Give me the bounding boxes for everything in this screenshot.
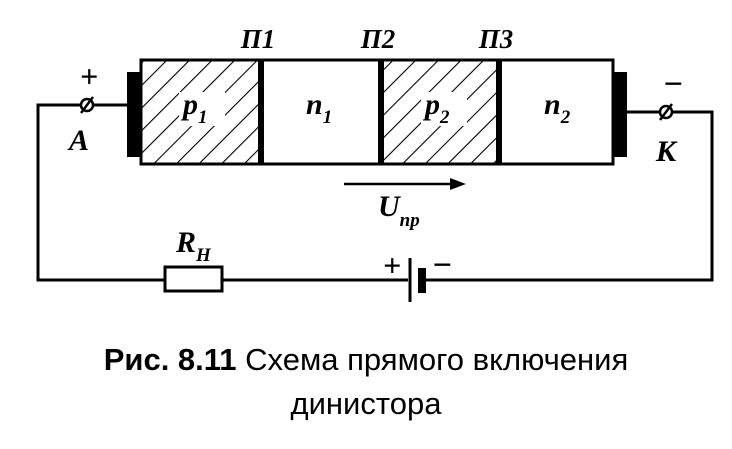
terminal-cathode: [658, 103, 674, 121]
cathode-contact: [613, 72, 627, 157]
region-n1: [261, 60, 381, 164]
load-resistor: [163, 265, 224, 293]
region-label-n2: n2: [544, 88, 571, 128]
terminal-anode: [79, 96, 95, 114]
voltage-arrow: [344, 178, 466, 190]
cathode-label: К: [655, 135, 678, 168]
region-label-n1: n1: [306, 88, 332, 128]
voltage-label: Uпр: [378, 190, 420, 231]
caption-text-1: Схема прямого включения: [245, 342, 629, 377]
region-n2: [499, 60, 613, 164]
figure-caption: Рис. 8.11 Схема прямого включения динист…: [0, 338, 732, 426]
svg-text:RН: RН: [175, 226, 212, 266]
junction-label-2: П2: [360, 24, 396, 54]
resistor-label: RН: [175, 226, 212, 266]
circuit-wires: [36, 103, 714, 282]
svg-text:n2: n2: [544, 88, 571, 128]
anode-label: А: [67, 124, 89, 157]
battery-plus-sign: +: [383, 247, 401, 283]
svg-text:Uпр: Uпр: [378, 190, 420, 231]
svg-text:p2: p2: [422, 88, 450, 128]
junction-label-3: П3: [478, 24, 514, 54]
battery-minus-sign: −: [432, 247, 453, 284]
wire-left: [36, 103, 165, 282]
svg-text:n1: n1: [306, 88, 332, 128]
structure-outline: [139, 58, 615, 166]
region-label-p1: p1: [179, 88, 225, 128]
anode-sign: +: [80, 58, 98, 94]
figure-number: Рис. 8.11: [103, 342, 237, 377]
wire-right: [424, 110, 714, 282]
region-label-p2: p2: [421, 88, 467, 128]
caption-text-2: динистора: [290, 386, 442, 421]
junction-label-1: П1: [240, 24, 276, 54]
cathode-sign: −: [663, 66, 684, 103]
battery: [408, 258, 426, 302]
anode-contact: [127, 72, 141, 157]
svg-text:p1: p1: [180, 88, 208, 128]
caption-line-1: Рис. 8.11 Схема прямого включения: [0, 338, 732, 382]
